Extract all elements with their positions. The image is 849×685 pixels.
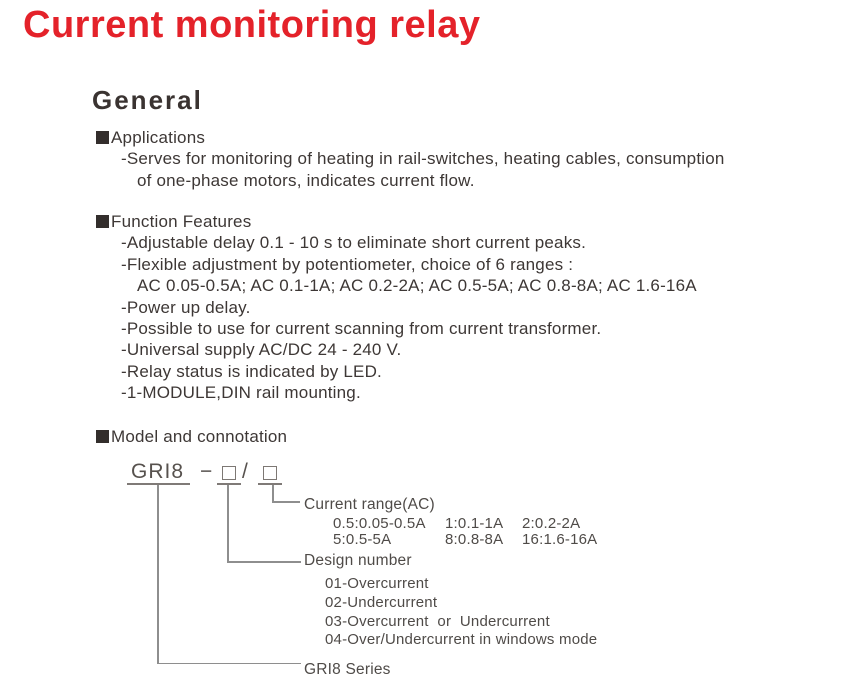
current-range-table: 0.5:0.05-0.5A 1:0.1-1A 2:0.2-2A 5:0.5-5A… bbox=[333, 516, 597, 547]
design-number-option: 04-Over/Undercurrent in windows mode bbox=[325, 631, 598, 649]
current-range-placeholder-box bbox=[263, 466, 277, 480]
design-number-option: 01-Overcurrent bbox=[325, 575, 429, 592]
feature-line: -Flexible adjustment by potentiometer, c… bbox=[121, 254, 574, 274]
series-connector-line bbox=[157, 485, 159, 664]
feature-line: -1-MODULE,DIN rail mounting. bbox=[121, 383, 361, 403]
function-features-heading: Function Features bbox=[111, 212, 252, 231]
design-number-option: 03-Overcurrent or Undercurrent bbox=[325, 612, 550, 630]
section-bullet-icon bbox=[96, 430, 109, 443]
feature-line: -Possible to use for current scanning fr… bbox=[121, 319, 602, 339]
feature-line: -Universal supply AC/DC 24 - 240 V. bbox=[121, 340, 402, 360]
design-number-placeholder-box bbox=[222, 466, 236, 480]
design-number-label: Design number bbox=[304, 552, 412, 569]
current-range-row: 5:0.5-5A 8:0.8-8A 16:1.6-16A bbox=[333, 530, 598, 548]
series-label: GRI8 Series bbox=[304, 661, 391, 678]
model-heading-line: Model and connotation bbox=[96, 426, 287, 447]
section-bullet-icon bbox=[96, 131, 109, 144]
design-number-option: 02-Undercurrent bbox=[325, 593, 438, 611]
dash-separator: − bbox=[200, 460, 213, 483]
function-features-section: Function Features -Adjustable delay 0.1 … bbox=[96, 211, 697, 404]
current-range-cell: 2:0.2-2A bbox=[522, 515, 581, 532]
design-connector-line bbox=[227, 561, 301, 563]
current-range-cell: 8:0.8-8A bbox=[445, 530, 504, 548]
current-range-cell: 5:0.5-5A bbox=[333, 530, 392, 548]
function-features-heading-line: Function Features bbox=[96, 211, 697, 232]
current-range-cell: 0.5:0.05-0.5A bbox=[333, 515, 426, 532]
feature-line: -Relay status is indicated by LED. bbox=[121, 361, 382, 381]
range-connector-line bbox=[272, 501, 300, 503]
model-heading: Model and connotation bbox=[111, 427, 288, 446]
page-title: Current monitoring relay bbox=[23, 4, 481, 46]
range-connector-line bbox=[272, 485, 274, 503]
design-box-underline bbox=[217, 483, 241, 485]
slash-separator: / bbox=[242, 460, 248, 483]
model-section-heading-line: Model and connotation bbox=[96, 426, 287, 447]
current-range-label: Current range(AC) bbox=[304, 496, 435, 513]
general-heading: General bbox=[92, 85, 203, 115]
applications-heading: Applications bbox=[111, 128, 206, 147]
current-range-row: 0.5:0.05-0.5A 1:0.1-1A 2:0.2-2A bbox=[333, 516, 597, 532]
design-number-options: 01-Overcurrent 02-Undercurrent 03-Overcu… bbox=[325, 575, 597, 650]
applications-heading-line: Applications bbox=[96, 127, 725, 148]
feature-line: AC 0.05-0.5A; AC 0.1-1A; AC 0.2-2A; AC 0… bbox=[137, 276, 697, 296]
section-bullet-icon bbox=[96, 215, 109, 228]
range-box-underline bbox=[258, 483, 282, 485]
applications-line: of one-phase motors, indicates current f… bbox=[137, 170, 475, 190]
feature-line: -Adjustable delay 0.1 - 10 s to eliminat… bbox=[121, 233, 587, 253]
current-range-cell: 16:1.6-16A bbox=[522, 530, 598, 548]
current-range-cell: 1:0.1-1A bbox=[445, 515, 504, 532]
design-connector-line bbox=[227, 485, 229, 563]
applications-line: -Serves for monitoring of heating in rai… bbox=[121, 149, 725, 169]
feature-line: -Power up delay. bbox=[121, 297, 251, 317]
series-code-underline bbox=[127, 483, 190, 485]
applications-section: Applications -Serves for monitoring of h… bbox=[96, 127, 725, 191]
model-series-code: GRI8 bbox=[131, 460, 185, 483]
series-connector-line bbox=[157, 662, 301, 665]
